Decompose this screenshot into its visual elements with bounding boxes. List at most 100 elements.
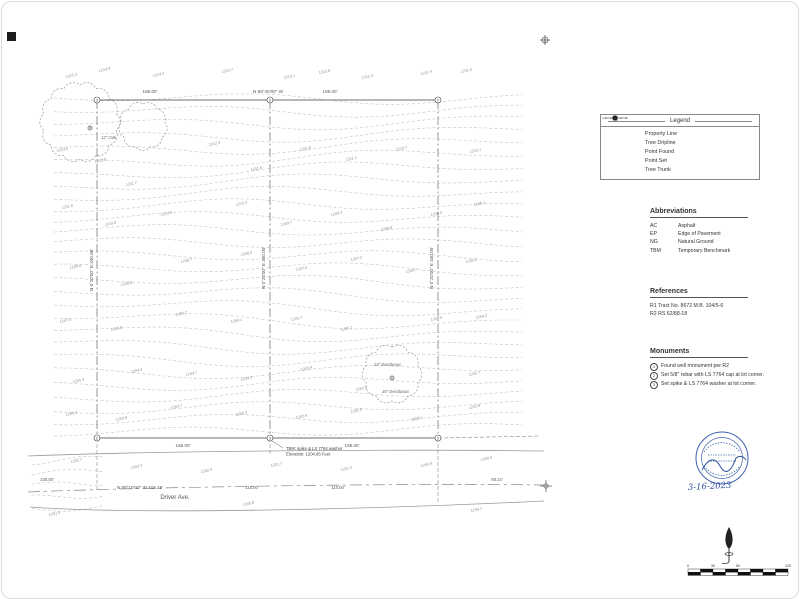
spot-elevation: 1203.3 — [355, 385, 368, 392]
spot-elevation: 1206.8 — [110, 325, 123, 332]
tree-trunk-symbol — [87, 125, 93, 131]
spot-elevation: 1211.5 — [250, 166, 263, 172]
monument-marker-number: 2 — [269, 97, 272, 102]
contour-line — [53, 340, 523, 355]
road-dist-2: 110.00' — [331, 485, 344, 490]
signature-squiggle — [701, 455, 747, 472]
tbm-note-line1: TBM: spike & LS 7764 washer — [286, 446, 343, 451]
scale-bar-label: 30 — [711, 564, 715, 568]
spot-elevation: 1203.7 — [170, 403, 183, 410]
dim-bottom-right: 195.00' — [345, 443, 360, 448]
spot-elevation: 1208.8 — [120, 280, 133, 287]
legend-item: Tree Trunk — [601, 115, 759, 175]
monument-marker — [434, 434, 442, 442]
road-dist-1: 110.00' — [245, 485, 258, 490]
spot-elevation: 1208.7 — [180, 257, 193, 264]
spot-elevation: 1202.7 — [468, 370, 481, 377]
spot-elevation: 1214.9 — [98, 66, 111, 73]
contour-line — [31, 481, 105, 486]
monument-marker — [266, 96, 274, 104]
scale-bar-segment — [712, 568, 726, 573]
boundary-extension-east — [437, 435, 541, 439]
bearing-west: N 0°20'00" E 340.00' — [89, 249, 94, 291]
monument-marker-number: 2 — [437, 435, 440, 440]
surveyor-stamp: 3-16-2023 — [688, 431, 749, 493]
monument-marker — [93, 434, 101, 442]
tree-dripline — [361, 344, 423, 404]
contour-line — [53, 287, 523, 303]
spot-elevation: 1201.8 — [468, 403, 481, 410]
scale-bar-segment — [725, 572, 739, 576]
legend-item: Point Found — [601, 116, 759, 156]
tree-dripline — [118, 102, 168, 151]
spot-elevation: 1211.6 — [460, 68, 473, 74]
spot-elevation: 1204.2 — [475, 313, 488, 320]
spot-elevation: 1209.3 — [330, 210, 343, 217]
spot-elevation: 1202.9 — [295, 413, 308, 420]
spot-elevation: 1205.7 — [290, 315, 303, 322]
spot-elevation: 1202.7 — [70, 457, 83, 464]
contour-line — [53, 274, 523, 290]
tbm-note-line2: Elevation: 1204.66 Feet — [286, 452, 331, 457]
legend-item: Tree Dripline — [601, 117, 759, 147]
contour-line — [53, 365, 523, 379]
tree-labels: 12" Oak 24" Deciduous 36" Deciduous — [101, 135, 410, 394]
abbreviation-meaning: Edge of Pavement — [678, 231, 721, 238]
tree-driplines — [39, 82, 423, 404]
abbreviation-key: EP — [650, 231, 657, 238]
abbreviations-heading: Abbreviations — [650, 208, 748, 218]
tbm-leader — [271, 440, 284, 449]
scale-bar-segment — [762, 568, 776, 573]
offset-left: 230.00' — [40, 477, 54, 482]
scale-bar-segment — [687, 572, 701, 576]
scale-bar-segment — [687, 568, 701, 573]
spot-elevation: 1204.1 — [65, 411, 77, 417]
scale-bar-segment — [737, 572, 751, 576]
circle-dot-icon — [610, 115, 638, 173]
spot-elevation: 1210.7 — [395, 145, 408, 152]
contour-line — [31, 455, 105, 466]
spot-elevation: 1210.8 — [104, 220, 117, 227]
contour-line — [53, 300, 523, 317]
spot-elevation: 1210.2 — [235, 200, 248, 207]
spot-elevation: 1208.5 — [430, 210, 443, 217]
contour-line — [31, 505, 105, 512]
spot-elevation: 1201.3 — [340, 465, 353, 472]
tree-label-3: 36" Deciduous — [382, 389, 410, 394]
scale-bar-segment — [737, 568, 751, 573]
filled-square-icon — [610, 116, 638, 155]
contour-lines — [31, 93, 523, 512]
abbreviation-key: NG — [650, 239, 658, 246]
dim-top-left: 165.00' — [143, 89, 158, 94]
legend-item-label: Point Found — [645, 148, 675, 155]
spot-elevation: 1206.7 — [175, 310, 188, 317]
contour-line — [53, 138, 523, 155]
monument-note-text: Set spike & LS 7764 washer at lot corner… — [661, 381, 757, 387]
dim-top-right: 195.00' — [323, 89, 338, 94]
spot-elevation: 1202.0 — [200, 467, 213, 474]
contour-line — [53, 411, 522, 426]
reference-row: R2 RS 62/88-18 — [650, 311, 688, 318]
spot-elevation: 1207.2 — [350, 255, 363, 262]
tree-trunk-center — [391, 377, 393, 379]
scale-bar-segment — [725, 568, 739, 573]
spot-elevation: 1209.7 — [280, 220, 293, 227]
contour-line — [53, 224, 523, 236]
spot-elevation: 1210.1 — [469, 148, 481, 154]
spot-elevation: 1202.6 — [350, 407, 363, 414]
tree-label-1: 12" Oak — [101, 135, 117, 140]
spot-elevation: 1209.6 — [69, 263, 82, 270]
scale-bar-segment — [775, 568, 789, 573]
monument-note-text: Set 5/8" rebar with LS 7764 cap at lot c… — [661, 372, 765, 378]
bearing-top: N 89°40'00" W — [253, 89, 284, 94]
spot-elevation: 1211.1 — [345, 156, 357, 162]
contour-line — [54, 115, 523, 131]
spot-elevation: 1211.7 — [125, 181, 138, 187]
scale-bar-segment — [700, 568, 714, 573]
